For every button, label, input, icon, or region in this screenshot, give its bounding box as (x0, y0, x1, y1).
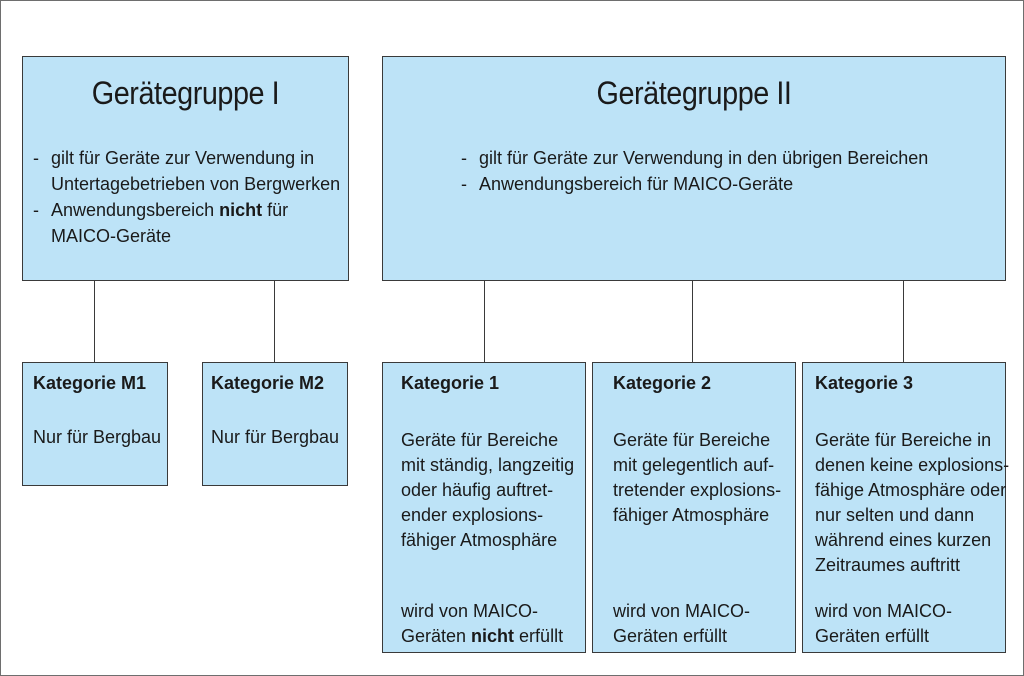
category-3-desc: Geräte für Bereiche in denen keine explo… (815, 428, 1009, 578)
connector-k2 (692, 281, 693, 362)
category-3-status-line: Geräten erfüllt (815, 626, 930, 646)
category-1-status-line: wird von MAICO- (401, 601, 539, 621)
category-m2-box: Kategorie M2 Nur für Bergbau (202, 362, 348, 486)
category-3-desc-line: Geräte für Bereiche in (815, 430, 992, 450)
category-3-desc-line: denen keine explosions- (815, 455, 1010, 475)
category-1-desc-line: ender explosions- (401, 505, 544, 525)
category-3-desc-line: Zeitraumes auftritt (815, 555, 961, 575)
category-1-title: Kategorie 1 (401, 373, 500, 393)
category-1-status-line: Geräten nicht erfüllt (401, 624, 563, 649)
category-m1-title: Kategorie M1 (33, 373, 147, 393)
group-1-box: Gerätegruppe I gilt für Geräte zur Verwe… (22, 56, 349, 281)
connector-m1 (94, 281, 95, 362)
connector-m2 (274, 281, 275, 362)
group-2-bullets: gilt für Geräte zur Verwendung in den üb… (461, 145, 1001, 197)
category-1-status-text: Geräten (401, 626, 472, 646)
category-1-desc-line: Geräte für Bereiche (401, 430, 559, 450)
category-2-status-line: Geräten erfüllt (613, 626, 728, 646)
group-2-box: Gerätegruppe II gilt für Geräte zur Verw… (382, 56, 1006, 281)
category-1-status-emphasis: nicht (471, 626, 515, 646)
category-3-desc-line: nur selten und dann (815, 505, 975, 525)
category-m1-box: Kategorie M1 Nur für Bergbau (22, 362, 168, 486)
category-3-title: Kategorie 3 (815, 373, 914, 393)
category-3-desc-line: fähige Atmosphäre oder (815, 480, 1007, 500)
category-2-status-line: wird von MAICO- (613, 601, 751, 621)
category-1-status: wird von MAICO- Geräten nicht erfüllt (401, 599, 563, 649)
category-2-box: Kategorie 2 Geräte für Bereiche mit gele… (592, 362, 796, 653)
category-2-desc-line: tretender explosions- (613, 480, 782, 500)
category-3-box: Kategorie 3 Geräte für Bereiche in denen… (802, 362, 1009, 653)
group-2-bullet-1: gilt für Geräte zur Verwendung in den üb… (461, 145, 1001, 171)
connector-k1 (484, 281, 485, 362)
category-2-status: wird von MAICO- Geräten erfüllt (613, 599, 750, 649)
category-2-title: Kategorie 2 (613, 373, 712, 393)
category-1-desc: Geräte für Bereiche mit ständig, langzei… (401, 428, 574, 553)
group-1-bullet-2-emphasis: nicht (219, 200, 263, 220)
category-2-desc-line: mit gelegentlich auf- (613, 455, 775, 475)
group-1-bullets: gilt für Geräte zur Verwendung in Untert… (33, 145, 343, 249)
category-1-desc-line: mit ständig, langzeitig (401, 455, 575, 475)
group-1-bullet-2: Anwendungsbereich nicht für MAICO-Geräte (33, 197, 343, 249)
category-m2-title: Kategorie M2 (211, 373, 325, 393)
category-2-desc-line: Geräte für Bereiche (613, 430, 771, 450)
category-3-desc-line: während eines kurzen (815, 530, 992, 550)
category-2-desc-line: fähiger Atmosphäre (613, 505, 770, 525)
category-3-status: wird von MAICO- Geräten erfüllt (815, 599, 952, 649)
group-1-bullet-1: gilt für Geräte zur Verwendung in Untert… (33, 145, 343, 197)
group-2-title: Gerätegruppe II (596, 75, 792, 111)
group-1-title: Gerätegruppe I (91, 75, 280, 111)
category-m1-desc: Nur für Bergbau (33, 427, 162, 447)
connector-k3 (903, 281, 904, 362)
group-2-bullet-2: Anwendungsbereich für MAICO-Geräte (461, 171, 1001, 197)
group-1-bullet-2-rest: für MAICO-Geräte (51, 200, 289, 246)
category-1-desc-line: fähiger Atmosphäre (401, 530, 558, 550)
category-3-status-line: wird von MAICO- (815, 601, 953, 621)
category-1-status-rest: erfüllt (514, 626, 564, 646)
category-2-desc: Geräte für Bereiche mit gelegentlich auf… (613, 428, 781, 528)
category-m2-desc: Nur für Bergbau (211, 427, 340, 447)
category-1-desc-line: oder häufig auftret- (401, 480, 554, 500)
category-1-box: Kategorie 1 Geräte für Bereiche mit stän… (382, 362, 586, 653)
group-1-bullet-2-text: Anwendungsbereich (51, 200, 220, 220)
